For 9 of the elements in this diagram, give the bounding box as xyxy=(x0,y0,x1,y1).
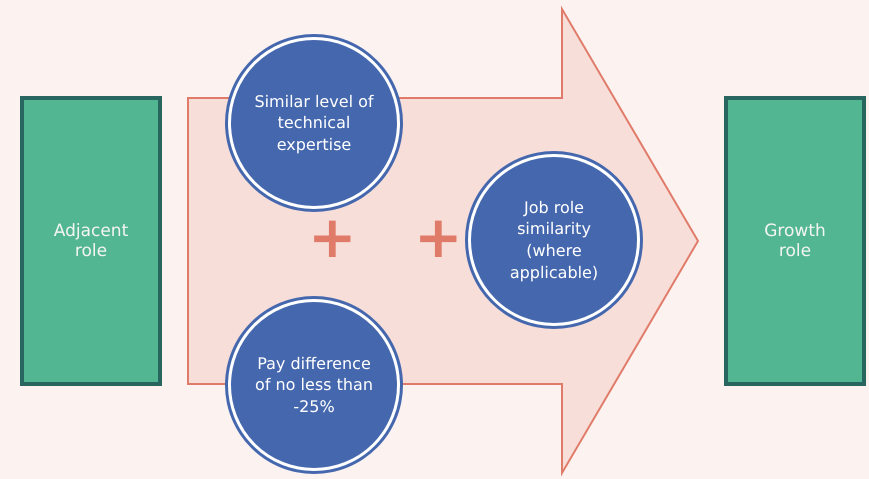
node-label: Growth role xyxy=(763,221,827,261)
plus-sign: + xyxy=(414,208,463,266)
node-label: Pay difference of no less than -25% xyxy=(254,352,374,418)
plus-sign: + xyxy=(308,208,357,266)
role-box xyxy=(724,96,866,386)
node-label: Job role similarity (where applicable) xyxy=(508,196,600,284)
node-label: Adjacent role xyxy=(52,221,130,261)
node-label: Similar level of technical expertise xyxy=(253,90,375,156)
role-box xyxy=(20,96,162,386)
